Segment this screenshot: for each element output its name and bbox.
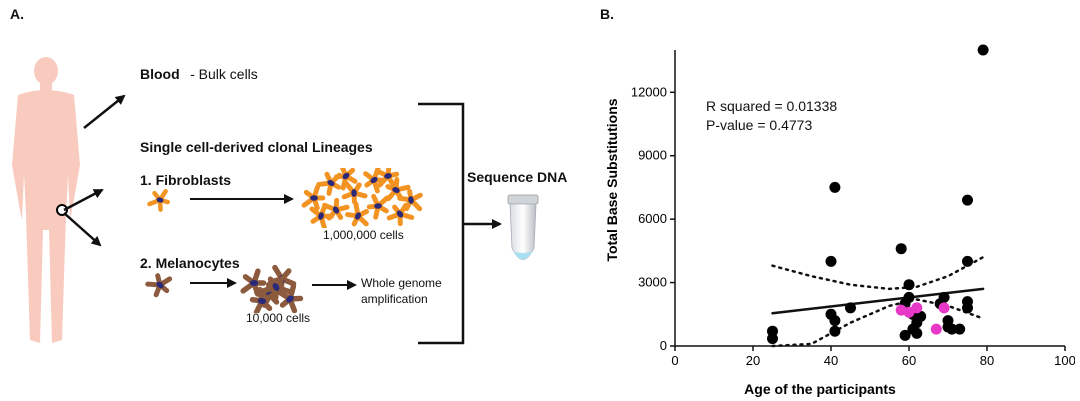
arrow-to-melanocytes bbox=[63, 212, 102, 247]
fibroblast-colony-cell bbox=[345, 201, 370, 227]
blood-title: Blood bbox=[140, 66, 180, 82]
r-squared-text: R squared = 0.01338 bbox=[706, 98, 838, 114]
x-tick-label: 20 bbox=[746, 353, 760, 368]
melanocyte-colony-icon bbox=[240, 265, 304, 313]
melanocyte-colony-cell bbox=[261, 275, 292, 301]
highlight-data-point bbox=[911, 302, 923, 314]
melanocyte-colony-cell bbox=[249, 286, 277, 313]
fibroblast-colony-cell bbox=[385, 177, 411, 202]
data-point bbox=[829, 325, 841, 337]
scatter-chart: 0 20 40 60 80 100 0 3000 6000 9000 12000 Age of th… bbox=[604, 44, 1075, 397]
melanocytes-label: 2. Melanocytes bbox=[140, 255, 240, 271]
x-tick-label: 60 bbox=[902, 353, 916, 368]
melanocyte-single-cell-icon bbox=[145, 273, 173, 298]
fibroblasts-count: 1,000,000 cells bbox=[323, 228, 404, 242]
melanocyte-colony-cell bbox=[277, 283, 304, 313]
p-value-text: P-value = 0.4773 bbox=[706, 117, 813, 133]
data-point bbox=[977, 44, 989, 56]
arrow-to-fibroblasts bbox=[63, 188, 104, 212]
data-point bbox=[845, 302, 856, 314]
data-point bbox=[962, 194, 973, 206]
x-tick-label: 100 bbox=[1054, 353, 1075, 368]
data-point bbox=[911, 327, 923, 339]
y-axis-label: Total Base Substitutions bbox=[604, 98, 620, 261]
ci-lower-curve bbox=[771, 298, 985, 348]
melanocyte-colony-cell bbox=[240, 268, 267, 297]
data-point bbox=[903, 279, 915, 291]
data-point bbox=[915, 310, 927, 322]
data-point bbox=[954, 323, 966, 335]
regression-line bbox=[771, 287, 985, 315]
amplification-label: Whole genome amplification bbox=[361, 275, 442, 307]
amplification-line1: Whole genome bbox=[361, 276, 442, 290]
y-tick-label: 3000 bbox=[638, 275, 667, 290]
sample-tube-icon bbox=[507, 194, 539, 260]
fibroblasts-label: 1. Fibroblasts bbox=[140, 172, 232, 188]
y-tick-label: 6000 bbox=[638, 211, 667, 226]
x-tick-label: 0 bbox=[671, 353, 678, 368]
panel-a-arrows bbox=[63, 94, 502, 345]
fibroblast-colony-cell bbox=[341, 180, 368, 205]
x-tick-label: 80 bbox=[980, 353, 994, 368]
fibroblast-colony-icon bbox=[301, 168, 423, 228]
amplification-line2: amplification bbox=[361, 292, 428, 306]
highlight-data-point bbox=[938, 302, 950, 314]
melanocytes-count: 10,000 cells bbox=[246, 311, 311, 325]
data-point bbox=[825, 255, 837, 267]
stats-annotation: R squared = 0.01338 P-value = 0.4773 bbox=[706, 97, 837, 135]
ci-upper-curve bbox=[771, 255, 985, 291]
fibroblast-colony-cell bbox=[322, 197, 350, 221]
data-point bbox=[829, 181, 841, 193]
y-tick-label: 9000 bbox=[638, 148, 667, 163]
arrow-to-blood bbox=[83, 94, 126, 129]
fibroblast-colony-cell bbox=[366, 193, 390, 220]
data-point bbox=[946, 323, 958, 335]
lineages-heading: Single cell-derived clonal Lineages bbox=[140, 139, 373, 155]
fibroblast-cell bbox=[147, 189, 170, 212]
sequence-dna-label: Sequence DNA bbox=[467, 169, 568, 185]
blood-line: Blood - Bulk cells bbox=[140, 66, 258, 84]
blood-subtitle: - Bulk cells bbox=[190, 66, 258, 82]
panel-a-label: A. bbox=[10, 6, 24, 22]
fibroblast-colony-cell bbox=[309, 205, 335, 228]
human-body-figure bbox=[12, 57, 80, 343]
data-point bbox=[767, 325, 778, 337]
data-point bbox=[962, 296, 973, 308]
data-point bbox=[903, 291, 915, 303]
x-axis-label: Age of the participants bbox=[744, 381, 896, 397]
data-point bbox=[962, 255, 973, 267]
fibroblast-colony-cell bbox=[333, 168, 358, 191]
fibroblast-single-cell-icon bbox=[147, 189, 170, 212]
fibroblast-colony-cell bbox=[376, 168, 400, 188]
melanocyte-cell bbox=[145, 273, 173, 298]
highlight-data-point bbox=[930, 323, 942, 335]
panel-b-label: B. bbox=[600, 6, 614, 22]
data-point bbox=[895, 243, 907, 255]
fibroblast-colony-cell bbox=[397, 188, 423, 212]
fibroblast-colony-cell bbox=[301, 184, 326, 211]
data-point bbox=[938, 291, 950, 303]
data-point bbox=[899, 329, 911, 341]
y-tick-label: 12000 bbox=[631, 84, 667, 99]
fibroblast-colony-cell bbox=[316, 171, 342, 196]
x-tick-label: 40 bbox=[824, 353, 838, 368]
data-point bbox=[829, 315, 841, 327]
y-tick-label: 0 bbox=[660, 338, 667, 353]
